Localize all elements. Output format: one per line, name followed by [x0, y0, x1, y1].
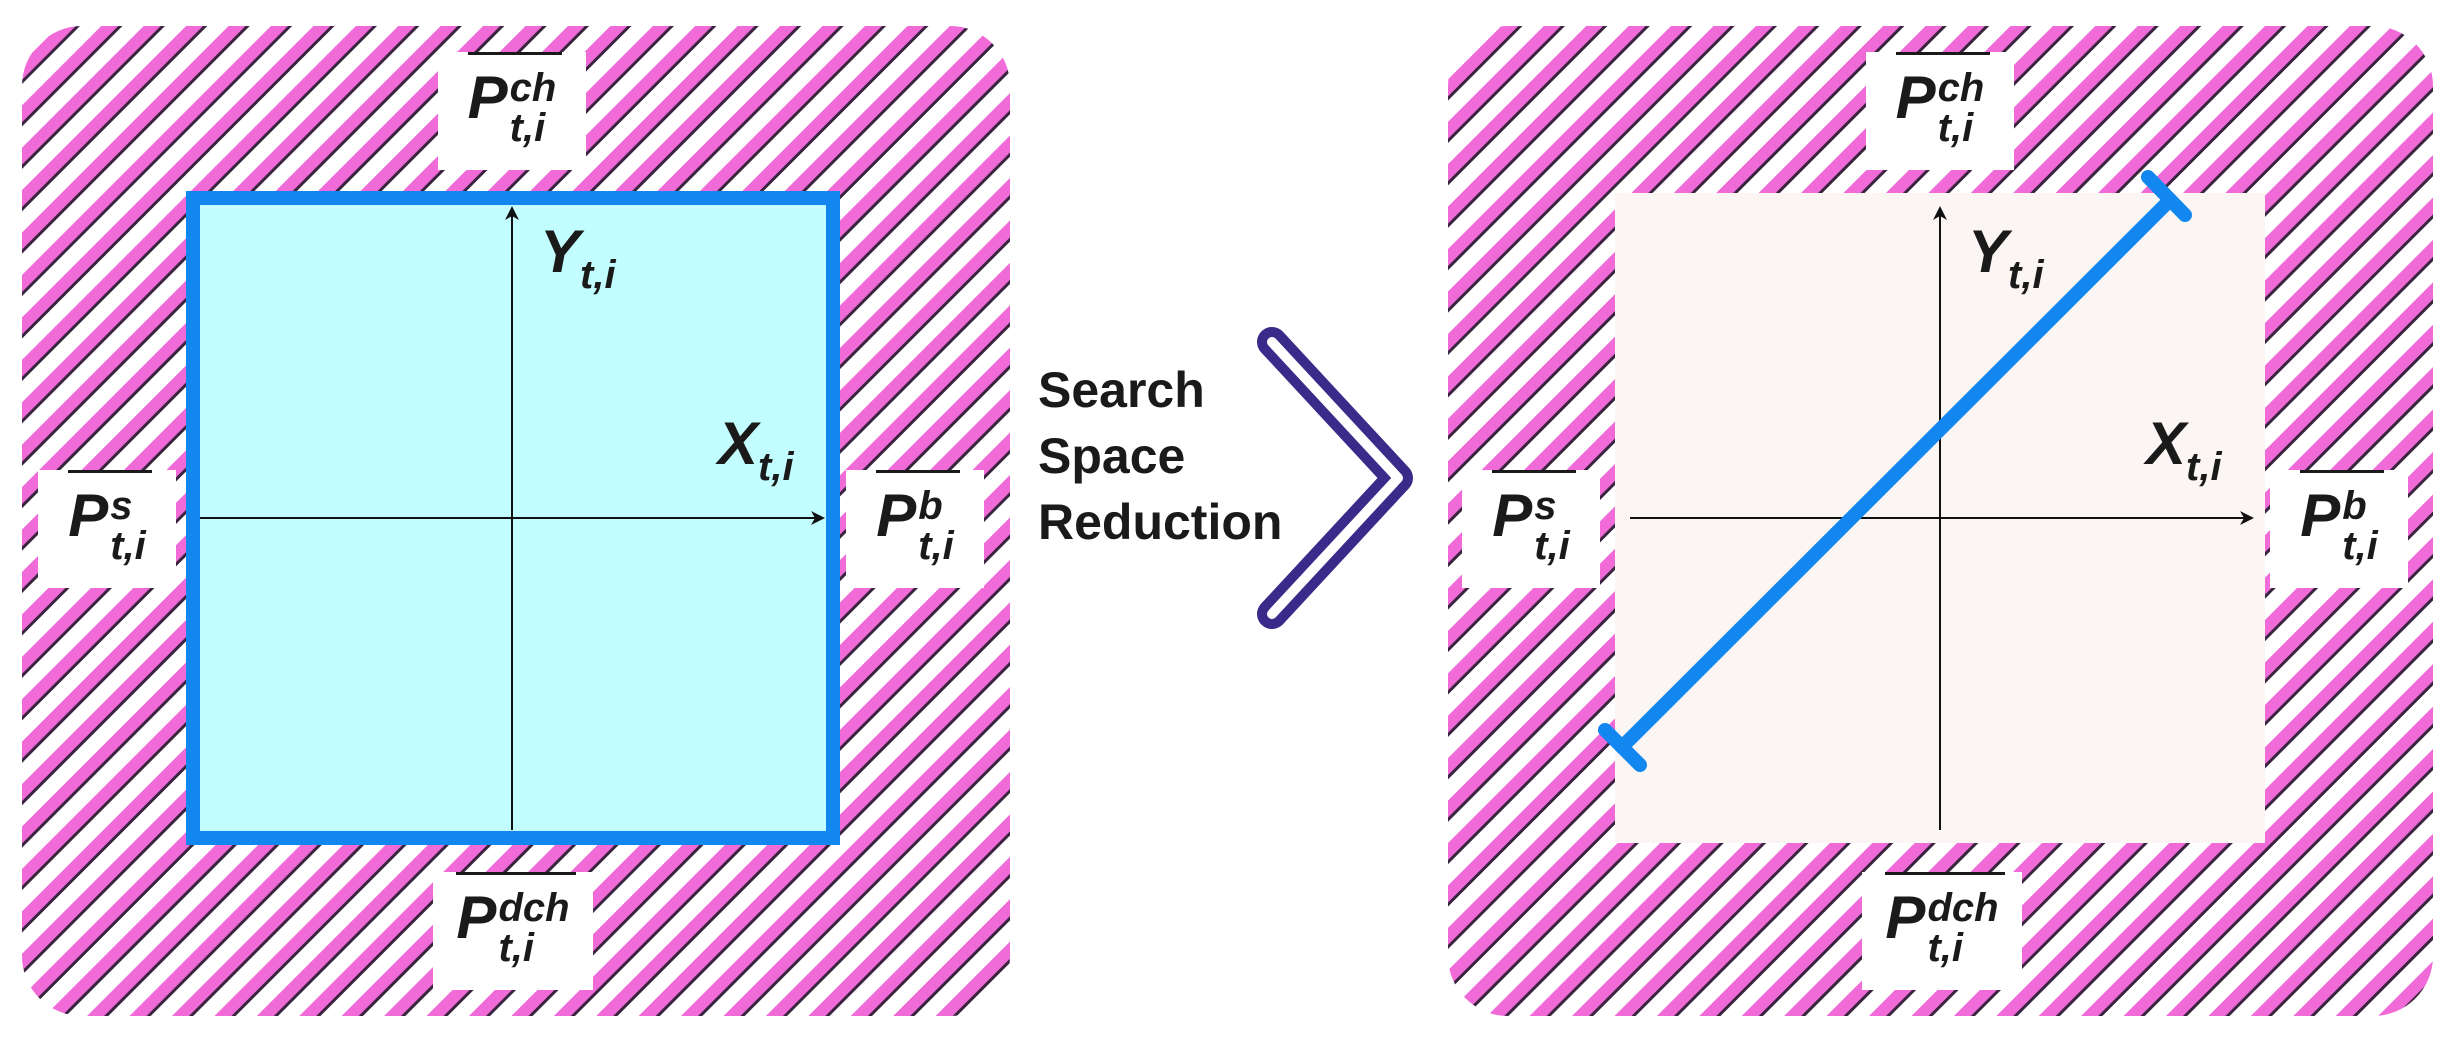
chevron-right-icon	[1257, 327, 1413, 629]
sup: dch	[498, 885, 570, 930]
sub: t,i	[509, 105, 546, 150]
sup: dch	[1927, 885, 1999, 930]
p-symbol: P	[467, 64, 508, 132]
p-symbol: P	[2300, 482, 2341, 550]
sup: ch	[509, 65, 557, 110]
left-y-base: Y	[540, 218, 581, 285]
sup: ch	[1937, 65, 1985, 110]
right-x-axis-label: Xt,i	[2146, 414, 2222, 488]
left-x-sub: t,i	[758, 445, 794, 489]
search-space-reduction-label: Search Space Reduction	[1038, 357, 1282, 555]
left-y-sub: t,i	[580, 253, 616, 297]
p-symbol: P	[1492, 482, 1533, 550]
left-x-base: X	[718, 410, 759, 477]
feasible-line-segment	[1615, 193, 2177, 754]
p-symbol: P	[876, 482, 917, 550]
sub: t,i	[2342, 523, 2378, 568]
left-y-axis-label: Yt,i	[540, 222, 616, 296]
right-panel	[1448, 26, 2433, 1016]
sup: b	[918, 483, 943, 528]
sub: t,i	[1937, 105, 1974, 150]
mid-line-1: Search	[1038, 362, 1205, 418]
sub: t,i	[498, 925, 534, 970]
p-symbol: P	[1895, 64, 1936, 132]
mid-line-2: Space	[1038, 428, 1186, 484]
sup: s	[110, 483, 133, 528]
right-y-axis-label: Yt,i	[1968, 222, 2044, 296]
right-x-base: X	[2146, 410, 2187, 477]
sup: s	[1534, 483, 1557, 528]
p-symbol: P	[68, 482, 109, 550]
sub: t,i	[110, 523, 146, 568]
left-panel	[22, 26, 1010, 1016]
right-y-sub: t,i	[2008, 253, 2044, 297]
segment-cap-bottom	[1598, 723, 1647, 772]
p-symbol: P	[1885, 884, 1926, 952]
left-x-axis-label: Xt,i	[718, 414, 794, 488]
sub: t,i	[1534, 523, 1570, 568]
p-symbol: P	[456, 884, 497, 952]
sub: t,i	[1927, 925, 1963, 970]
segment-cap-top	[2141, 170, 2192, 222]
mid-line-3: Reduction	[1038, 494, 1283, 550]
right-x-sub: t,i	[2186, 445, 2222, 489]
right-y-base: Y	[1968, 218, 2009, 285]
sub: t,i	[918, 523, 954, 568]
sup: b	[2342, 483, 2367, 528]
